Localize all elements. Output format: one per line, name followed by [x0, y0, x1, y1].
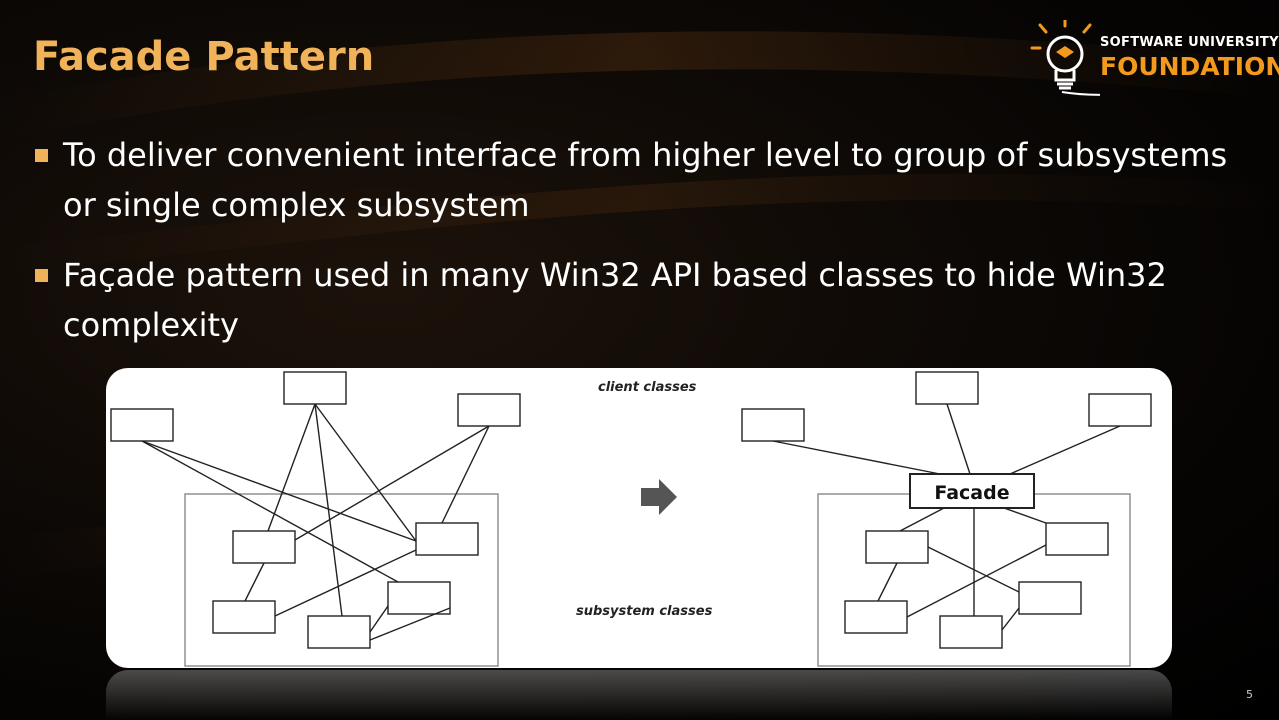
subsystem-class-box: [1045, 522, 1109, 556]
subsystem-class-box: [307, 615, 371, 649]
facade-diagram: client classes subsystem classes Facade: [106, 368, 1172, 668]
client-class-box: [457, 393, 521, 427]
subsystem-class-box: [844, 600, 908, 634]
arrow-right-icon: [641, 479, 677, 515]
client-class-box: [110, 408, 174, 442]
subsystem-class-box: [212, 600, 276, 634]
client-class-box: [915, 371, 979, 405]
subsystem-classes-label: subsystem classes: [576, 604, 713, 619]
diagram-reflection: [106, 670, 1172, 720]
subsystem-boundary-left: [184, 493, 499, 667]
bullet-item: To deliver convenient interface from hig…: [33, 130, 1253, 230]
page-number: 5: [1246, 688, 1253, 701]
lightbulb-icon: [1030, 18, 1261, 96]
subsystem-class-box: [232, 530, 296, 564]
bullet-text: To deliver convenient interface from hig…: [63, 136, 1228, 224]
bullet-marker-icon: [35, 149, 48, 162]
subsystem-class-box: [415, 522, 479, 556]
slide-title: Facade Pattern: [33, 34, 375, 80]
logo-text-bottom: FOUNDATION: [1100, 52, 1279, 81]
subsystem-class-box: [1018, 581, 1082, 615]
software-university-logo: SOFTWARE UNIVERSITY FOUNDATION: [1030, 18, 1279, 100]
facade-label: Facade: [934, 482, 1009, 504]
client-class-box: [283, 371, 347, 405]
client-class-box: [1088, 393, 1152, 427]
subsystem-class-box: [387, 581, 451, 615]
logo-text-top: SOFTWARE UNIVERSITY: [1100, 35, 1279, 50]
bullet-item: Façade pattern used in many Win32 API ba…: [33, 250, 1253, 350]
bullet-list: To deliver convenient interface from hig…: [33, 130, 1253, 370]
subsystem-class-box: [865, 530, 929, 564]
diagram-svg: client classes subsystem classes Facade: [110, 371, 1152, 667]
bullet-text: Façade pattern used in many Win32 API ba…: [63, 256, 1167, 344]
facade-box: [909, 473, 1035, 509]
client-class-box: [741, 408, 805, 442]
client-classes-label: client classes: [598, 380, 697, 395]
subsystem-class-box: [939, 615, 1003, 649]
bullet-marker-icon: [35, 269, 48, 282]
